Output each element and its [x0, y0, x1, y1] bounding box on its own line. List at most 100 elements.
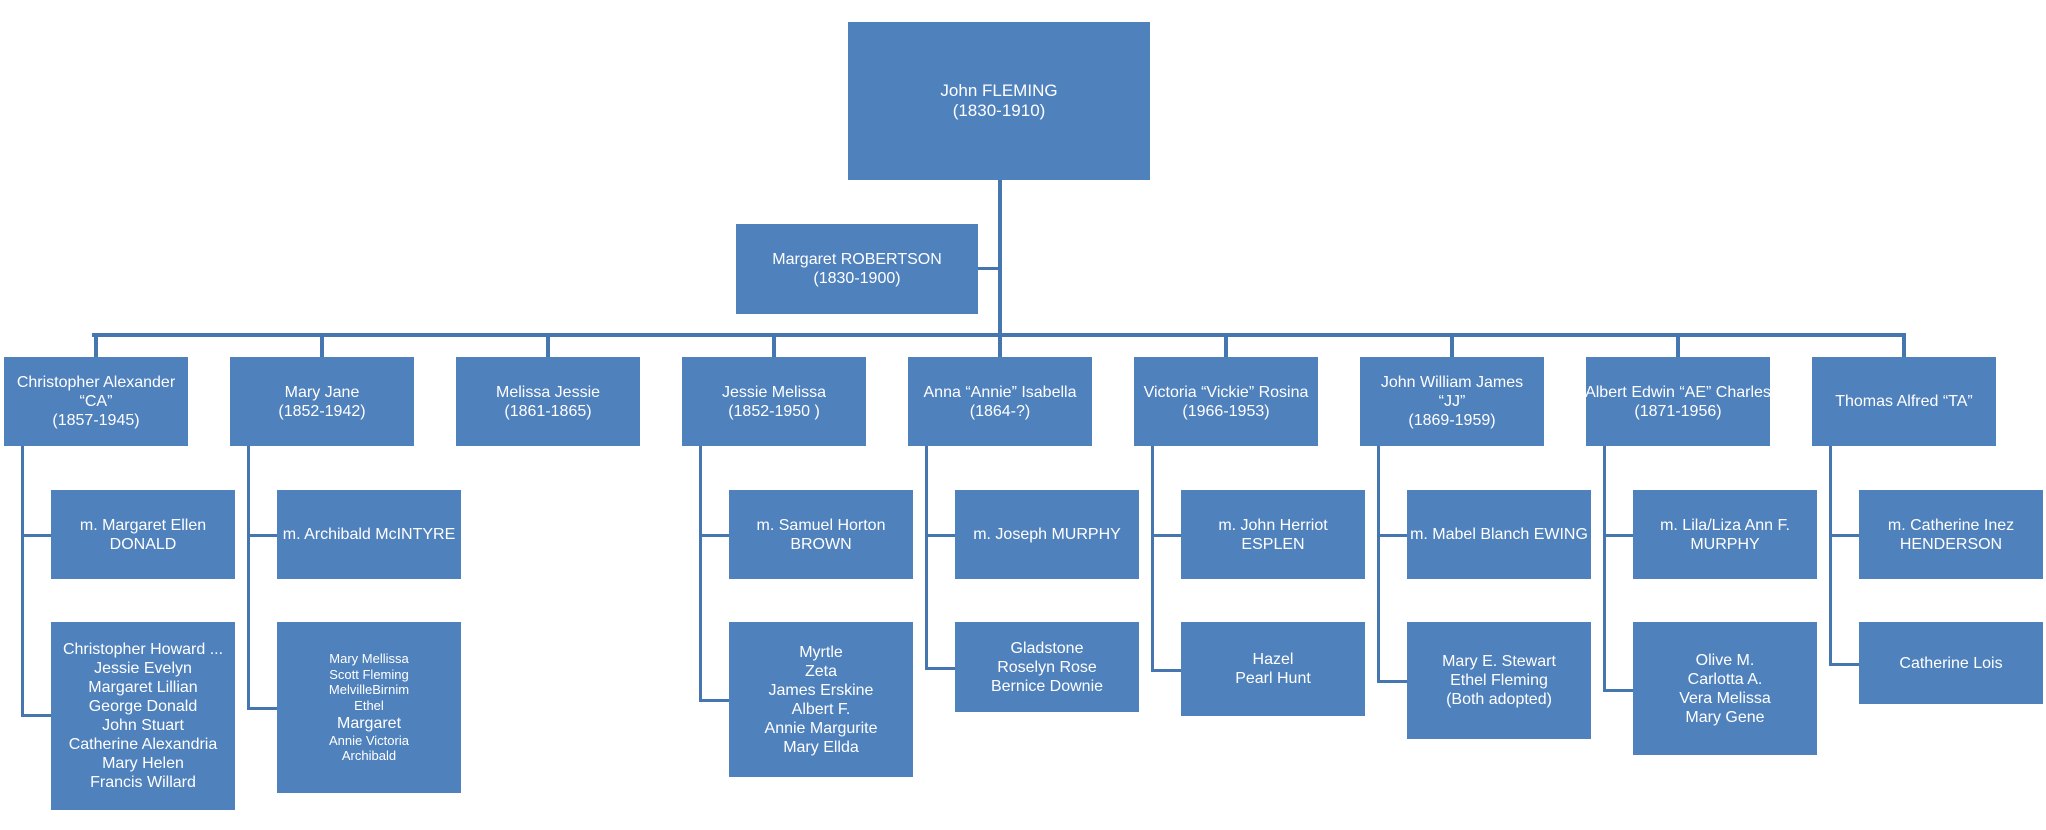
- child-box: Melissa Jessie(1861-1865): [456, 357, 640, 446]
- marriage-tick-connector: [699, 534, 729, 537]
- marriage-box-line: m. Lila/Liza Ann F.: [1660, 516, 1790, 534]
- child-box-line: Melissa Jessie: [495, 383, 601, 401]
- child-box-line: (1871-1956): [1634, 402, 1722, 420]
- child-drop-connector: [1902, 333, 1906, 357]
- marriage-tick-connector: [1829, 534, 1859, 537]
- child-box-line: (1869-1959): [1408, 412, 1496, 429]
- offspring-tick-connector: [699, 699, 729, 702]
- marriage-box-line: HENDERSON: [1899, 535, 2003, 553]
- offspring-box-line: John Stuart: [102, 717, 184, 734]
- marriage-box-line: m. Catherine Inez: [1887, 516, 2015, 534]
- child-box-line: (1864-?): [969, 402, 1031, 420]
- marriage-tick-connector: [925, 534, 955, 537]
- offspring-tick-connector: [1603, 689, 1633, 692]
- child-spine-connector: [1151, 446, 1154, 671]
- child-box-line: Anna “Annie” Isabella: [923, 383, 1077, 401]
- offspring-box-line: Olive M.: [1695, 651, 1755, 669]
- marriage-box-line: m. Samuel Horton: [756, 516, 886, 534]
- child-box-line: “CA”: [79, 393, 113, 410]
- offspring-box-line: (Both adopted): [1446, 691, 1552, 708]
- child-box-line: John William James: [1380, 374, 1524, 391]
- offspring-box-line: Vera Melissa: [1679, 689, 1771, 707]
- child-drop-connector: [772, 333, 776, 357]
- child-box: John William James “JJ” (1869-1959): [1360, 357, 1544, 446]
- child-drop-connector: [94, 333, 98, 357]
- marriage-box-line: ESPLEN: [1241, 535, 1305, 553]
- marriage-tick-connector: [247, 534, 277, 537]
- offspring-box-line: Annie Victoria: [329, 732, 409, 748]
- child-box: Christopher Alexander“CA”(1857-1945): [4, 357, 188, 446]
- marriage-box-line: m. Mabel Blanch EWING: [1410, 526, 1588, 543]
- marriage-box: m. Mabel Blanch EWING: [1407, 490, 1591, 579]
- child-drop-connector: [998, 333, 1002, 357]
- offspring-box-line: Francis Willard: [90, 774, 196, 791]
- offspring-box-line: Roselyn Rose: [997, 658, 1097, 676]
- offspring-box-line: Christopher Howard ...: [62, 641, 224, 658]
- spouse-connector: [976, 267, 1000, 270]
- marriage-box-line: m. Joseph MURPHY: [973, 526, 1121, 543]
- offspring-box-line: Mary Ellda: [783, 738, 859, 756]
- offspring-box-line: Margaret: [336, 714, 402, 732]
- marriage-box: m. Lila/Liza Ann F.MURPHY: [1633, 490, 1817, 579]
- child-box-line: (1852-1950 ): [728, 402, 820, 420]
- child-drop-connector: [320, 333, 324, 357]
- child-spine-connector: [1603, 446, 1606, 691]
- child-drop-connector: [546, 333, 550, 357]
- child-box-line: (1861-1865): [504, 402, 592, 420]
- offspring-box-line: Jessie Evelyn: [94, 660, 192, 677]
- marriage-box-line: m. John Herriot: [1218, 516, 1328, 534]
- trunk-connector: [998, 180, 1002, 352]
- child-box-line: (1966-1953): [1182, 402, 1270, 420]
- marriage-box-line: BROWN: [790, 535, 852, 553]
- offspring-box-line: Myrtle: [799, 643, 843, 661]
- child-box-line: Christopher Alexander: [16, 374, 176, 391]
- child-spine-connector: [699, 446, 702, 701]
- offspring-box-line: Archibald: [341, 748, 397, 764]
- child-spine-connector: [1829, 446, 1832, 665]
- offspring-box-line: George Donald: [88, 698, 198, 715]
- child-box: Mary Jane(1852-1942): [230, 357, 414, 446]
- child-box-line: Jessie Melissa: [721, 383, 827, 401]
- marriage-tick-connector: [21, 534, 51, 537]
- offspring-box-line: Mary E. Stewart: [1442, 653, 1556, 670]
- child-box-line: “JJ”: [1438, 393, 1466, 410]
- child-box-line: Victoria “Vickie” Rosina: [1143, 383, 1309, 401]
- child-box-line: (1852-1942): [278, 402, 366, 420]
- offspring-box-line: Bernice Downie: [990, 677, 1104, 695]
- child-spine-connector: [247, 446, 250, 709]
- child-box: Victoria “Vickie” Rosina(1966-1953): [1134, 357, 1318, 446]
- marriage-box-line: MURPHY: [1690, 535, 1760, 553]
- child-box-line: Albert Edwin “AE” Charles: [1585, 383, 1771, 401]
- offspring-box-line: MelvilleBirnim: [328, 682, 410, 698]
- marriage-box-line: m. Archibald McINTYRE: [282, 526, 456, 543]
- child-box-line: Thomas Alfred “TA”: [1835, 393, 1973, 410]
- child-box: Albert Edwin “AE” Charles(1871-1956): [1585, 357, 1771, 446]
- offspring-box-line: Annie Margurite: [764, 719, 878, 737]
- root-person-box: John FLEMING(1830-1910): [848, 22, 1150, 180]
- offspring-tick-connector: [925, 667, 955, 670]
- spouse-box-line: Margaret ROBERTSON: [772, 251, 942, 268]
- marriage-tick-connector: [1603, 534, 1633, 537]
- child-spine-connector: [21, 446, 24, 716]
- root-person-box-line: (1830-1910): [952, 101, 1046, 120]
- child-box: Thomas Alfred “TA”: [1812, 357, 1996, 446]
- offspring-tick-connector: [247, 707, 277, 710]
- marriage-box: m. Archibald McINTYRE: [277, 490, 461, 579]
- child-box-line: Mary Jane: [284, 383, 360, 401]
- offspring-box-line: Mary Gene: [1685, 708, 1765, 726]
- offspring-box-line: Mary Helen: [102, 755, 184, 772]
- root-person-box-line: John FLEMING: [940, 81, 1058, 100]
- offspring-tick-connector: [1377, 680, 1407, 683]
- offspring-box-line: Scott Fleming: [329, 666, 409, 682]
- offspring-box-line: Mary Mellissa: [329, 651, 409, 667]
- marriage-tick-connector: [1377, 534, 1407, 537]
- marriage-box-line: DONALD: [109, 535, 177, 553]
